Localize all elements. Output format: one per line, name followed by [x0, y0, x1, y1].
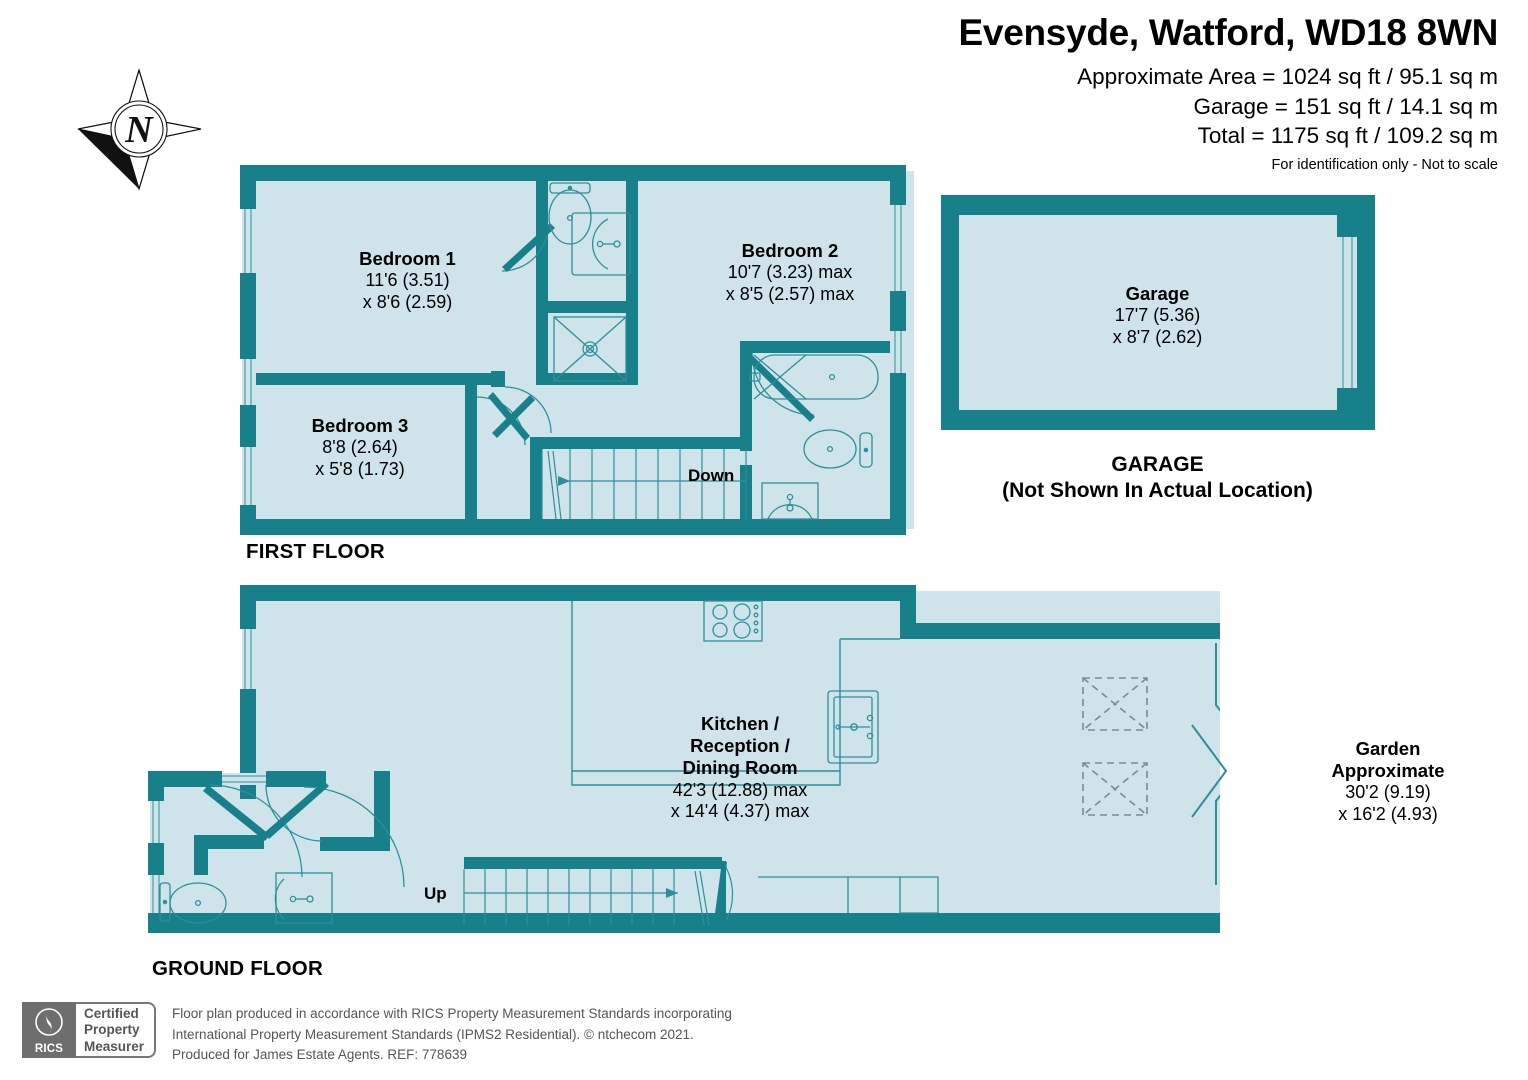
- sink-icon-upper: [571, 212, 631, 276]
- stair-direction-up: Up: [424, 884, 447, 903]
- stair-direction-down: Down: [688, 466, 735, 485]
- garden-name-line-1: Garden: [1355, 738, 1421, 759]
- area-summary: Approximate Area = 1024 sq ft / 95.1 sq …: [959, 62, 1498, 151]
- garage-plan: [941, 195, 1375, 430]
- window-group-wc: [150, 773, 266, 913]
- kitchen-counter: [571, 601, 900, 786]
- door-leaf-group-first-floor: [488, 223, 815, 441]
- sink-icon-ground: [274, 872, 333, 924]
- garden-dim-1: 30'2 (9.19): [1345, 782, 1431, 803]
- shower-icon: [553, 316, 627, 382]
- staircase-first-floor: [541, 449, 747, 520]
- footer-line-3: Produced for James Estate Agents. REF: 7…: [172, 1047, 467, 1063]
- footer-line-1: Floor plan produced in accordance with R…: [172, 1006, 732, 1022]
- rics-logo-mark: RICS: [22, 1002, 76, 1059]
- footer-block: RICS Certified Property Measurer Floor p…: [22, 1002, 732, 1066]
- area-line-garage: Garage = 151 sq ft / 14.1 sq m: [1193, 93, 1498, 119]
- compass-rose: N: [72, 62, 207, 197]
- garage-caption-line-2: (Not Shown In Actual Location): [1002, 478, 1313, 502]
- first-floor-caption: FIRST FLOOR: [246, 540, 385, 563]
- bathtub-icon: [749, 354, 879, 400]
- rics-emblem-icon: [34, 1007, 64, 1037]
- garden-dim-2: x 16'2 (4.93): [1338, 803, 1438, 824]
- kitchen-sink-icon: [827, 690, 879, 764]
- toilet-icon-right: [803, 429, 873, 469]
- area-line-total: Total = 1175 sq ft / 109.2 sq m: [1197, 123, 1498, 149]
- rics-wordmark: RICS: [34, 1043, 64, 1056]
- garage-caption-line-1: GARAGE: [1111, 453, 1204, 476]
- badge-line-1: Certified: [84, 1005, 139, 1021]
- window-group-ground-left: [242, 629, 254, 689]
- badge-line-3: Measurer: [84, 1038, 145, 1054]
- staircase-ground-floor: [463, 857, 734, 926]
- first-floor-plan: [240, 165, 920, 535]
- page-title: Evensyde, Watford, WD18 8WN: [958, 12, 1499, 53]
- furniture-outline: [758, 876, 939, 914]
- door-leaf-group-ground-floor: [203, 781, 329, 841]
- rooflight-icons: [1082, 677, 1148, 816]
- compass-north-label: N: [124, 109, 154, 151]
- garden-name-line-2: Approximate: [1331, 760, 1445, 782]
- footer-line-2: International Property Measurement Stand…: [172, 1026, 694, 1042]
- toilet-icon-ground: [159, 882, 227, 924]
- room-label-garden: Garden Approximate 30'2 (9.19) x 16'2 (4…: [1268, 738, 1508, 826]
- footer-disclaimer-text: Floor plan produced in accordance with R…: [172, 1002, 732, 1066]
- header-block: Evensyde, Watford, WD18 8WN Approximate …: [958, 12, 1499, 173]
- area-line-approximate: Approximate Area = 1024 sq ft / 95.1 sq …: [1077, 63, 1498, 89]
- rics-badge-text: Certified Property Measurer: [76, 1002, 157, 1059]
- sink-icon-right: [761, 482, 819, 520]
- rics-certified-badge: RICS Certified Property Measurer: [22, 1002, 157, 1059]
- scale-disclaimer: For identification only - Not to scale: [1271, 156, 1498, 173]
- internal-walls-first-floor: [256, 181, 890, 519]
- garage-caption: GARAGE (Not Shown In Actual Location): [1000, 452, 1315, 503]
- window-group-left: [242, 209, 254, 505]
- window-group-right: [892, 205, 904, 373]
- badge-line-2: Property: [84, 1022, 140, 1038]
- hob-icon: [703, 600, 763, 642]
- ground-floor-plan: [148, 585, 1258, 935]
- ground-floor-caption: GROUND FLOOR: [152, 957, 323, 980]
